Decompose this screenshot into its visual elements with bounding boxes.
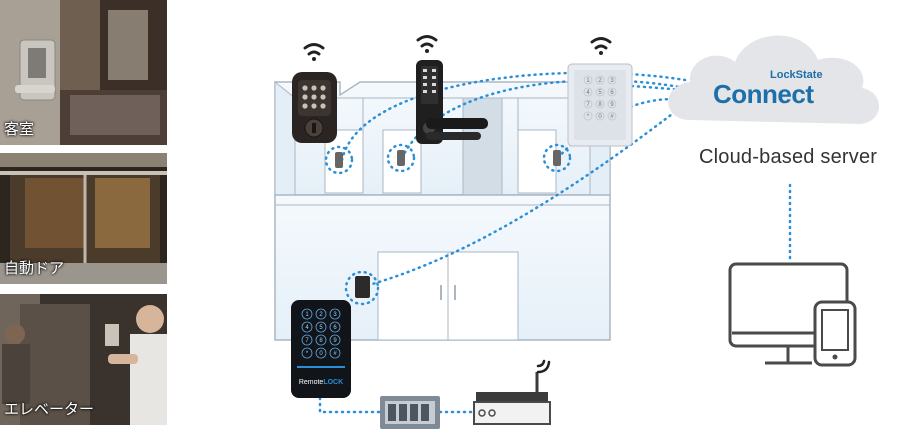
- keypad-key-label: *: [587, 114, 590, 120]
- keypad-key-label: 8: [598, 102, 602, 108]
- keypad-key-label: 9: [610, 102, 614, 108]
- keypad-key-label: 1: [586, 78, 590, 84]
- router-icon: [473, 372, 551, 425]
- touch-panel-lock: [567, 63, 633, 147]
- photo-guest-room: 客室: [0, 0, 167, 145]
- keypad-keys: 1 2 3 4 5 6 7 8 9 * 0 #: [301, 308, 341, 359]
- controller-board: [380, 396, 440, 429]
- keypad-key-ring: [329, 308, 341, 320]
- lever-keypad-lock: [416, 60, 488, 144]
- keypad-key-ring: [315, 334, 327, 346]
- keypad-key-label: 4: [586, 90, 590, 96]
- keypad-key-label: 1: [305, 312, 309, 318]
- remotelock-keypad: [291, 300, 351, 398]
- keypad-key-label: 7: [305, 338, 309, 344]
- link-door2: [400, 79, 687, 160]
- keypad-key-ring: [329, 321, 341, 333]
- keypad-key-ring: [315, 321, 327, 333]
- photo-caption-guest-room: 客室: [4, 120, 35, 138]
- keypad-key-ring: [329, 347, 341, 359]
- keypad-key-ring: [595, 99, 605, 109]
- keypad-key-label: 8: [319, 338, 323, 344]
- reader-ring: [344, 270, 380, 306]
- keypad-key-ring: [315, 308, 327, 320]
- keypad-key-label: 5: [598, 90, 602, 96]
- keypad-key-ring: [607, 111, 617, 121]
- wifi-icon: [303, 35, 612, 61]
- keypad-key-ring: [583, 87, 593, 97]
- keypad-key-label: *: [306, 351, 309, 357]
- keypad-key-ring: [607, 99, 617, 109]
- cloud-brand-top: LockState: [770, 69, 823, 81]
- touch-panel-keys: 1 2 3 4 5 6 7 8 9 * 0 #: [583, 75, 617, 121]
- keypad-brand: RemoteLOCK: [299, 379, 343, 386]
- keypad-key-ring: [301, 308, 313, 320]
- building: [274, 80, 611, 341]
- keypad-key-label: 2: [598, 78, 602, 84]
- door3-lock-ring: [542, 143, 572, 173]
- keypad-key-label: 0: [598, 114, 602, 120]
- cloud-server-label: Cloud-based server: [699, 146, 878, 168]
- cloud-brand-main: Connect: [713, 79, 814, 109]
- cloud-server: [668, 35, 880, 124]
- photo-caption-automatic-door: 自動ドア: [4, 259, 65, 277]
- photo-caption-elevator: エレベーター: [4, 400, 95, 418]
- keypad-key-label: 2: [319, 312, 323, 318]
- door2-lock-ring: [386, 143, 416, 173]
- keypad-key-ring: [595, 87, 605, 97]
- keypad-key-label: 5: [319, 325, 323, 331]
- keypad-key-ring: [329, 334, 341, 346]
- keypad-key-label: 3: [610, 78, 614, 84]
- keypad-key-label: 7: [586, 102, 590, 108]
- keypad-key-ring: [301, 334, 313, 346]
- keypad-key-ring: [595, 111, 605, 121]
- link-elevator-reader: [360, 106, 682, 289]
- deadbolt-keypad-lock: [292, 72, 337, 143]
- keypad-key-ring: [583, 111, 593, 121]
- keypad-key-label: #: [610, 114, 614, 120]
- lock-indicators: [324, 143, 572, 306]
- keypad-key-ring: [595, 75, 605, 85]
- keypad-key-ring: [583, 99, 593, 109]
- router-wifi-icon: [536, 359, 551, 374]
- door1-lock-ring: [324, 145, 354, 175]
- photo-elevator: エレベーター: [0, 294, 167, 425]
- keypad-key-label: 6: [610, 90, 614, 96]
- keypad-key-label: 0: [319, 351, 323, 357]
- keypad-key-ring: [315, 347, 327, 359]
- link-keypad-controller: [318, 396, 382, 414]
- keypad-key-ring: [301, 321, 313, 333]
- keypad-key-ring: [607, 75, 617, 85]
- smartphone-icon: [813, 300, 857, 367]
- keypad-key-label: 9: [333, 338, 337, 344]
- keypad-key-label: 4: [305, 325, 309, 331]
- photo-automatic-door: 自動ドア: [0, 153, 167, 284]
- reader-device: [355, 276, 370, 298]
- keypad-key-label: #: [333, 351, 337, 357]
- keypad-key-ring: [583, 75, 593, 85]
- keypad-key-ring: [301, 347, 313, 359]
- keypad-key-label: 6: [333, 325, 337, 331]
- keypad-key-ring: [607, 87, 617, 97]
- keypad-key-label: 3: [333, 312, 337, 318]
